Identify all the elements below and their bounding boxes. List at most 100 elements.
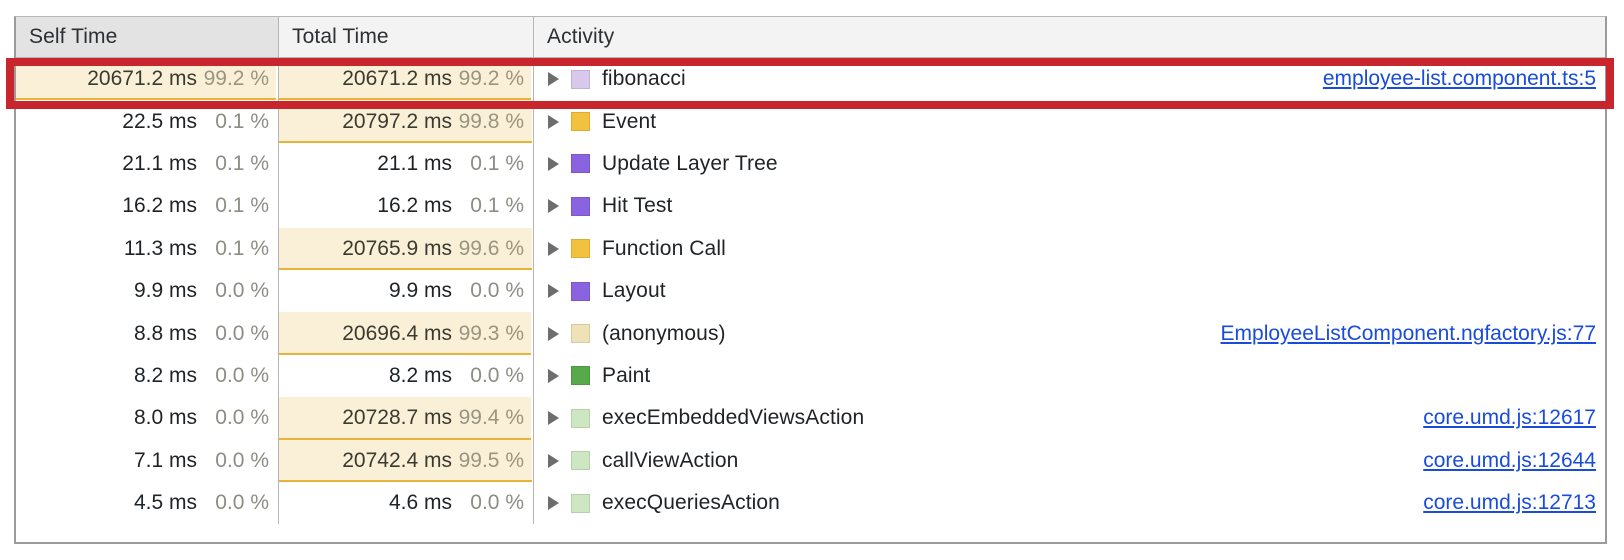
total-time-value: 20696.4 ms: [342, 321, 452, 345]
self-time-percent: 0.1 %: [215, 194, 269, 218]
color-swatch-light-green: [571, 451, 590, 471]
expand-triangle-icon[interactable]: [545, 283, 561, 299]
source-location-link[interactable]: core.umd.js:12644: [1423, 448, 1596, 472]
cell-activity: Hit Test: [534, 185, 1605, 227]
expand-triangle-icon[interactable]: [545, 156, 561, 172]
total-time-highlight-fill: [279, 227, 532, 270]
color-swatch-scripting-light-purple: [571, 69, 590, 89]
expand-triangle-icon[interactable]: [545, 453, 561, 469]
expand-triangle-icon[interactable]: [545, 241, 561, 257]
source-location-link[interactable]: EmployeeListComponent.ngfactory.js:77: [1220, 321, 1596, 345]
expand-triangle-icon[interactable]: [545, 495, 561, 511]
cell-self-time: 16.2 ms 0.1 %: [16, 185, 279, 228]
total-time-value: 20742.4 ms: [342, 448, 452, 472]
column-header-total-time[interactable]: Total Time: [279, 17, 534, 57]
activity-name: execQueriesAction: [602, 491, 780, 515]
activity-name: Update Layer Tree: [602, 151, 778, 175]
column-header-self-time[interactable]: Self Time: [16, 17, 279, 57]
expand-triangle-icon[interactable]: [545, 198, 561, 214]
expand-triangle-icon[interactable]: [545, 71, 561, 87]
self-time-value: 8.2 ms: [133, 363, 197, 387]
self-time-value: 4.5 ms: [133, 491, 197, 515]
source-location-link[interactable]: core.umd.js:12617: [1423, 406, 1596, 430]
color-swatch-rendering-purple: [571, 196, 590, 216]
expand-triangle-icon[interactable]: [545, 410, 561, 426]
self-time-value: 20671.2 ms: [87, 67, 197, 91]
color-swatch-scripting-yellow: [571, 239, 590, 259]
cell-activity: Function Call: [534, 228, 1605, 270]
total-time-percent: 99.5 %: [458, 448, 524, 472]
source-location-link[interactable]: employee-list.component.ts:5: [1322, 67, 1596, 91]
self-time-value: 21.1 ms: [122, 151, 197, 175]
activity-name: (anonymous): [602, 321, 726, 345]
activity-name: Layout: [602, 279, 666, 303]
activity-name: Event: [602, 109, 657, 133]
column-header-activity[interactable]: Activity: [534, 17, 1605, 57]
self-time-value: 16.2 ms: [122, 194, 197, 218]
self-time-percent: 0.0 %: [215, 279, 269, 303]
total-time-value: 20728.7 ms: [342, 406, 452, 430]
source-location-link[interactable]: core.umd.js:12713: [1423, 491, 1596, 515]
total-time-percent: 99.2 %: [458, 67, 524, 91]
self-time-percent: 0.1 %: [215, 109, 269, 133]
self-time-percent: 0.1 %: [215, 236, 269, 260]
expand-triangle-icon[interactable]: [545, 114, 561, 130]
expand-triangle-icon[interactable]: [545, 326, 561, 342]
total-time-progress-bar: [279, 352, 532, 355]
cell-activity: Event: [534, 100, 1605, 142]
total-time-progress-bar: [279, 267, 532, 270]
column-header-self-time-label: Self Time: [29, 25, 118, 48]
total-time-value: 16.2 ms: [377, 194, 452, 218]
total-time-percent: 99.8 %: [458, 109, 524, 133]
color-swatch-rendering-purple: [571, 154, 590, 174]
total-time-value: 9.9 ms: [388, 279, 452, 303]
self-time-percent: 0.0 %: [215, 491, 269, 515]
total-time-highlight-fill: [279, 312, 532, 355]
total-time-percent: 0.0 %: [470, 363, 524, 387]
self-time-value: 7.1 ms: [133, 448, 197, 472]
self-time-percent: 99.2 %: [203, 67, 269, 91]
activity-name: Hit Test: [602, 194, 673, 218]
self-time-value: 11.3 ms: [123, 236, 197, 260]
cell-self-time: 11.3 ms 0.1 %: [16, 227, 279, 270]
total-time-percent: 99.4 %: [458, 406, 524, 430]
total-time-value: 8.2 ms: [388, 363, 452, 387]
color-swatch-rendering-purple: [571, 281, 590, 301]
total-time-highlight-fill: [279, 397, 532, 440]
expand-triangle-icon[interactable]: [545, 368, 561, 384]
total-time-value: 20797.2 ms: [342, 109, 452, 133]
activity-name: Paint: [602, 363, 651, 387]
activity-name: Function Call: [602, 236, 726, 260]
performance-bottom-up-table: Self Time Total Time Activity 20671.2 ms…: [14, 16, 1607, 544]
self-time-value: 8.8 ms: [133, 321, 197, 345]
activity-name: execEmbeddedViewsAction: [602, 406, 865, 430]
column-header-activity-label: Activity: [547, 25, 615, 48]
total-time-progress-bar: [279, 140, 533, 143]
